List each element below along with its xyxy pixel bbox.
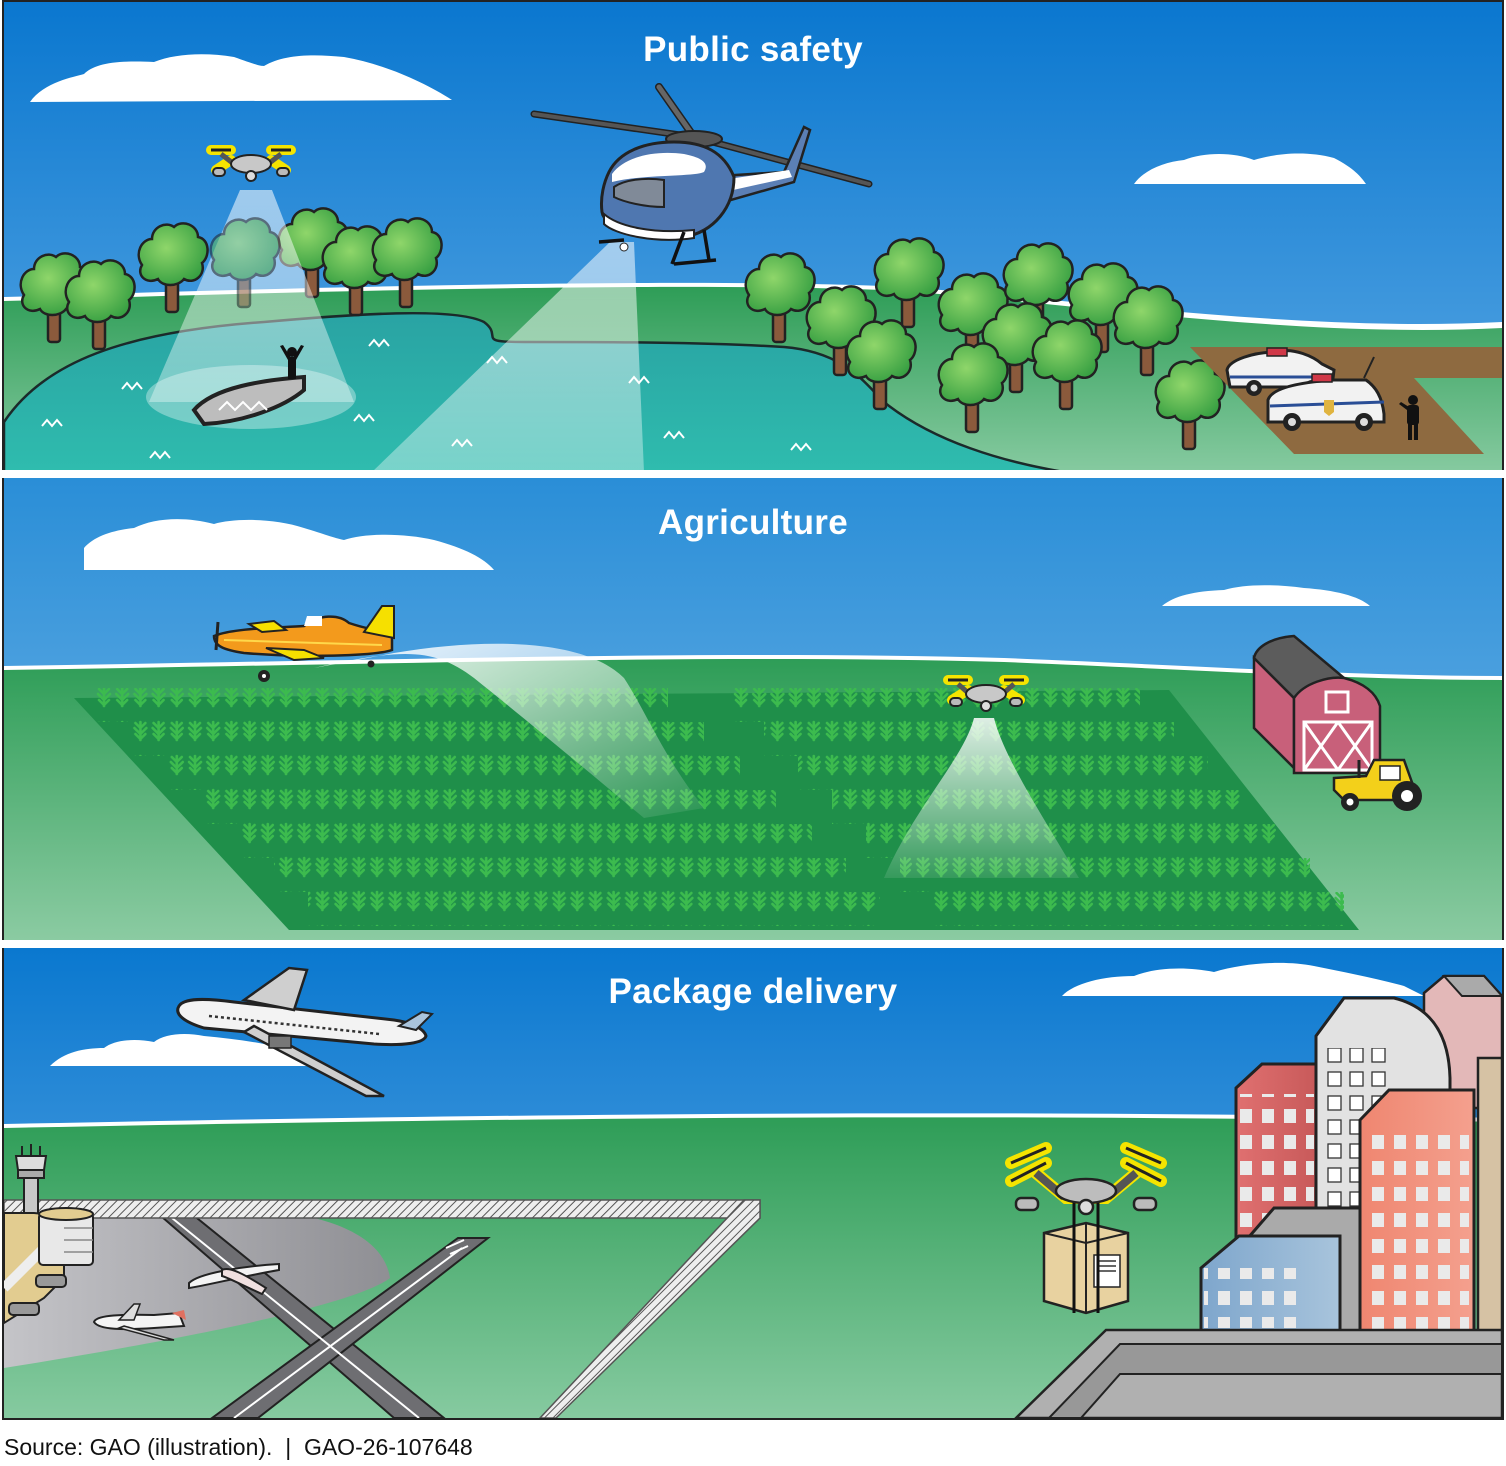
agriculture-scene — [4, 478, 1502, 940]
barn-icon — [1252, 634, 1382, 775]
police-suv-icon — [1266, 356, 1386, 431]
panel-separator — [2, 940, 1504, 948]
panel-title-package-delivery: Package delivery — [608, 972, 898, 1011]
spraying-drone-icon — [943, 675, 1029, 712]
panel-package-delivery: Package delivery — [2, 948, 1504, 1420]
police-helicopter-icon — [530, 83, 873, 266]
airliner-icon — [176, 966, 435, 1098]
source-caption: Source: GAO (illustration). | GAO-26-107… — [4, 1434, 473, 1460]
control-tower-icon — [14, 1144, 48, 1219]
illustration-frame: Public safety — [2, 0, 1504, 1420]
tractor-icon — [1332, 758, 1422, 811]
officer-icon — [1399, 395, 1419, 440]
terminal-icon — [4, 1207, 94, 1325]
panel-public-safety: Public safety — [2, 0, 1504, 470]
rooftop — [1014, 1328, 1502, 1418]
panel-agriculture: Agriculture — [2, 478, 1504, 940]
panel-title-public-safety: Public safety — [643, 30, 863, 69]
search-drone-icon — [206, 145, 296, 182]
crop-duster-plane-icon — [212, 605, 395, 682]
panel-title-agriculture: Agriculture — [658, 503, 848, 542]
public-safety-scene — [4, 2, 1502, 470]
runway-plane-icon — [188, 1262, 280, 1296]
package-delivery-scene — [4, 948, 1502, 1418]
delivery-drone-icon — [1005, 1142, 1167, 1315]
taxiing-plane-icon — [92, 1303, 186, 1341]
panel-separator — [2, 470, 1504, 478]
